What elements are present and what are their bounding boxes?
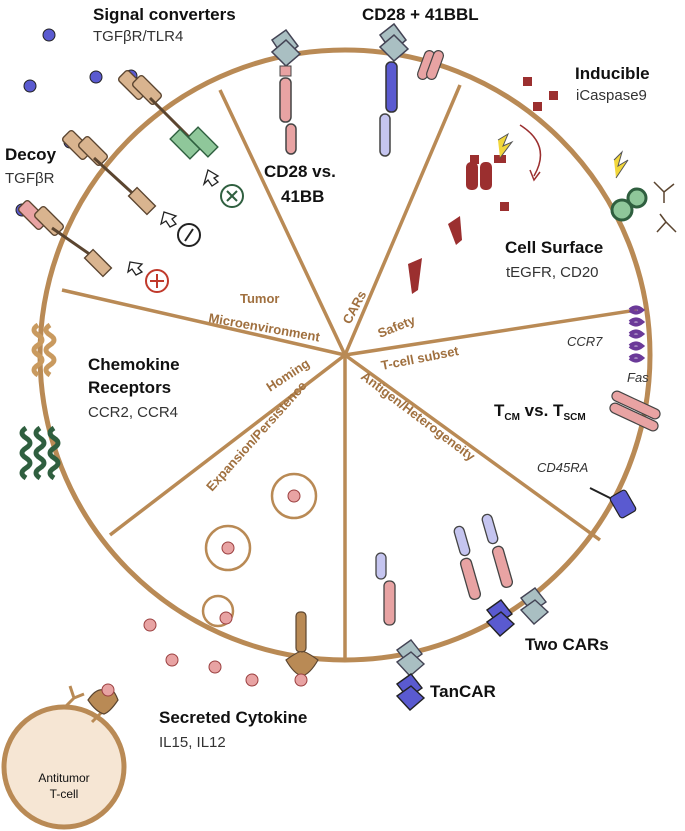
arrow-icon <box>519 124 542 177</box>
chemokine-title-line2: Receptors <box>88 378 171 397</box>
ligand-dot <box>23 79 37 93</box>
car-receptor-41bb <box>378 22 410 157</box>
fas-label: Fas <box>627 370 649 385</box>
chemokine-receptor-ccr2 <box>43 322 57 378</box>
cytokine-dot <box>245 673 259 687</box>
cytokine-vesicle <box>204 524 252 572</box>
sector-expansion: Expansion/Persistence <box>203 378 309 494</box>
fas-receptor <box>609 390 661 432</box>
41bbl-ligand <box>416 50 445 80</box>
cell-surface-sub: tEGFR, CD20 <box>506 264 599 281</box>
two-cars-title: Two CARs <box>525 635 609 654</box>
antitumor-line2: T-cell <box>50 787 79 801</box>
plus-icon <box>145 269 169 293</box>
divider-subset-antigen <box>343 353 602 542</box>
decoy-receptor-1 <box>61 129 157 216</box>
cross-icon <box>220 184 244 208</box>
lightning-icon <box>497 132 514 159</box>
chemokine-receptor-ccr4 <box>33 425 47 481</box>
divider-safety-subset <box>344 308 638 357</box>
inducible-sub: iCaspase9 <box>576 87 647 104</box>
icasp9-dimer <box>466 155 506 190</box>
divider-car-tumor <box>218 89 347 356</box>
secreted-cytokine-title: Secreted Cytokine <box>159 708 307 727</box>
cytokine-dot <box>165 653 179 667</box>
chemokine-receptor-ccr4 <box>19 425 33 481</box>
arrow-head-icon <box>529 169 541 182</box>
sector-microenvironment: Microenvironment <box>207 310 321 344</box>
inhibit-icon <box>177 223 201 247</box>
cd28-41bbl-title: CD28 + 41BBL <box>362 5 479 24</box>
divider-tumor-homing <box>61 288 346 357</box>
divider-car-safety <box>343 84 462 356</box>
cytokine-dot <box>208 660 222 674</box>
signal-converter-receptor-1 <box>117 69 219 160</box>
decoy-receptor-2 <box>15 199 113 278</box>
cd28-vs-line2: 41BB <box>281 187 324 206</box>
exocytosis-vesicle <box>201 594 235 628</box>
chemokine-title-line1: Chemokine <box>88 355 180 374</box>
signal-converters-sub: TGFβR/TLR4 <box>93 28 183 45</box>
ligand-dot <box>89 70 103 84</box>
tcm-vs-tscm-label: TCM vs. TSCM <box>494 401 586 423</box>
tancar-title: TanCAR <box>430 682 496 701</box>
chemokine-sub: CCR2, CCR4 <box>88 404 178 421</box>
decoy-title: Decoy <box>5 145 57 164</box>
decoy-sub: TGFβR <box>5 170 55 187</box>
tancar-receptor <box>375 552 426 711</box>
cd45ra-label: CD45RA <box>537 460 588 475</box>
antitumor-line1: Antitumor <box>38 771 89 785</box>
antibody-icon <box>653 181 677 233</box>
chemokine-receptor-ccr2 <box>31 322 45 378</box>
sector-dividers <box>61 84 638 660</box>
sector-safety: Safety <box>376 312 419 341</box>
cd28-vs-line1: CD28 vs. <box>264 162 336 181</box>
lightning-icon <box>613 150 629 179</box>
divider-expansion-homing <box>108 353 347 537</box>
antitumor-tcell <box>1 683 127 830</box>
cell-surface-title: Cell Surface <box>505 238 603 257</box>
sector-antigen: Antigen/Heterogeneity <box>358 368 478 464</box>
ccr7-label: CCR7 <box>567 334 603 349</box>
antibody-complex <box>610 150 648 222</box>
signal-converters-title: Signal converters <box>93 5 236 24</box>
car-receptor-cd28 <box>270 28 302 155</box>
cytokine-dot <box>143 618 157 632</box>
cytokine-vesicle <box>270 472 318 520</box>
caspase-molecules <box>470 77 558 211</box>
egfr-truncated <box>448 216 462 245</box>
cd45ra-receptor <box>589 487 637 519</box>
sector-tumor: Tumor <box>240 291 279 306</box>
secreted-cytokine-sub: IL15, IL12 <box>159 734 226 751</box>
chemokine-receptor-ccr4 <box>47 425 61 481</box>
two-cars-receptor <box>453 513 550 637</box>
arrow-icon <box>127 169 220 276</box>
ligand-dot <box>42 28 56 42</box>
cd20-marker <box>408 258 422 294</box>
ccr7-receptor <box>628 305 646 363</box>
inducible-title: Inducible <box>575 64 650 83</box>
cytokine-receptor <box>285 611 319 687</box>
